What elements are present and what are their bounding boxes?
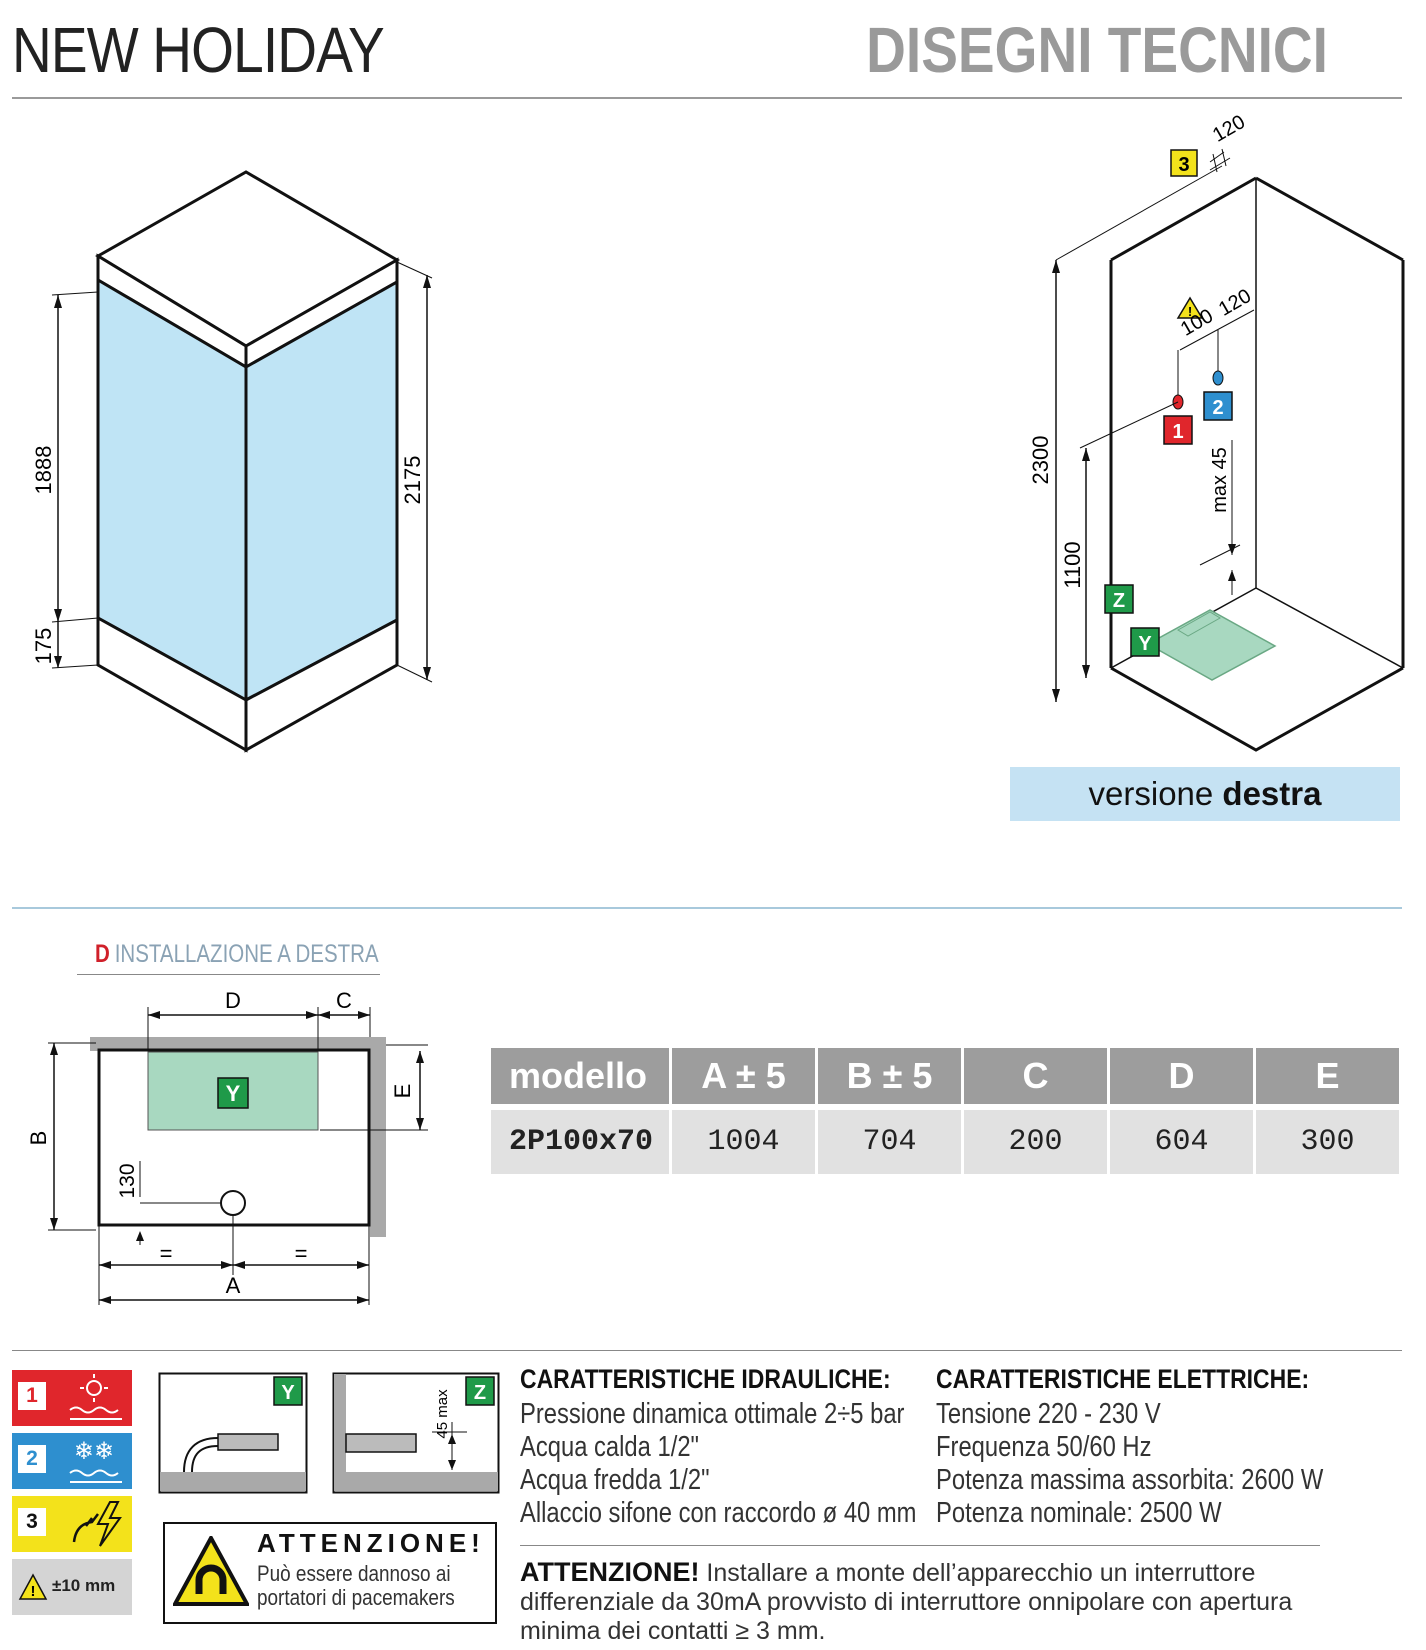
list-item: Acqua calda 1/2" — [520, 1431, 699, 1463]
list-item: Potenza massima assorbita: 2600 W — [936, 1464, 1324, 1496]
dim-a: A — [226, 1273, 241, 1298]
version-side: destra — [1222, 775, 1322, 812]
installation-letter: D — [95, 940, 110, 968]
eq-right: = — [295, 1241, 308, 1266]
cell-e: 300 — [1256, 1104, 1399, 1174]
version-badge: versione destra — [1010, 767, 1400, 821]
magnet-warning-icon — [173, 1536, 249, 1606]
table-row: 2P100x70 1004 704 200 604 300 — [491, 1104, 1399, 1174]
label-z: Z — [1113, 590, 1125, 612]
hydraulic-list: Pressione dinamica ottimale 2÷5 bar Acqu… — [520, 1398, 916, 1530]
warning-body: Installare a monte dell’apparecchio un i… — [520, 1559, 1293, 1645]
tolerance-text: ±10 mm — [52, 1576, 116, 1595]
header-divider — [12, 97, 1402, 99]
dim-175: 175 — [31, 628, 56, 665]
drain-icon — [220, 1190, 246, 1216]
dim-2300: 2300 — [1028, 436, 1053, 485]
cell-b: 704 — [818, 1104, 961, 1174]
list-item: Potenza nominale: 2500 W — [936, 1497, 1222, 1529]
svg-text:!: ! — [1188, 304, 1192, 319]
col-e: E — [1256, 1048, 1399, 1104]
installation-label: INSTALLAZIONE A DESTRA — [114, 940, 379, 968]
col-a: A ± 5 — [672, 1048, 815, 1104]
warning-icon: ! — [18, 1573, 48, 1600]
section-divider — [12, 907, 1402, 909]
attention-text: Può essere dannoso ai portatori di pacem… — [257, 1562, 455, 1610]
label-y: Y — [1138, 633, 1152, 655]
dim-1100: 1100 — [1060, 541, 1085, 588]
list-item: Frequenza 50/60 Hz — [936, 1431, 1152, 1463]
dim-130: 130 — [116, 1163, 139, 1198]
version-label: versione — [1088, 775, 1214, 812]
col-d: D — [1110, 1048, 1253, 1104]
col-c: C — [964, 1048, 1107, 1104]
cold-water-dot — [1212, 370, 1224, 386]
label-2: 2 — [1212, 397, 1223, 419]
legend-electric: 3 — [12, 1496, 132, 1552]
pacemaker-warning-box: ATTENZIONE! Può essere dannoso ai portat… — [163, 1522, 497, 1624]
cabin-technical-drawing: 2300 120 3 ! 100 120 1 2 1100 max 45 Z Y — [1028, 111, 1405, 752]
dim-2175: 2175 — [400, 456, 425, 505]
cell-c: 200 — [964, 1104, 1107, 1174]
detail-z-dim: 45 max — [434, 1389, 451, 1439]
installation-underline — [77, 974, 380, 975]
label-3: 3 — [1178, 154, 1189, 176]
cell-modello: 2P100x70 — [491, 1104, 669, 1174]
installation-warning: ATTENZIONE! Installare a monte dell’appa… — [520, 1558, 1320, 1646]
electric-list: Tensione 220 - 230 V Frequenza 50/60 Hz … — [936, 1398, 1323, 1530]
cabin-front-drawing: 1888 175 2175 — [31, 170, 433, 753]
svg-text:❄❄: ❄❄ — [74, 1438, 114, 1465]
warning-bold: ATTENZIONE! — [520, 1557, 700, 1587]
snowflake-water-icon: ❄❄ — [69, 1438, 122, 1483]
list-item: Pressione dinamica ottimale 2÷5 bar — [520, 1398, 905, 1430]
list-item: Tensione 220 - 230 V — [936, 1398, 1161, 1430]
attention-line2: portatori di pacemakers — [257, 1585, 455, 1610]
electric-title: CARATTERISTICHE ELETTRICHE: — [936, 1364, 1310, 1394]
dim-120-top: 120 — [1209, 111, 1249, 147]
sun-water-icon — [69, 1374, 122, 1420]
footer-divider — [12, 1350, 1402, 1351]
col-modello: modello — [491, 1048, 669, 1104]
page-title: NEW HOLIDAY — [12, 14, 385, 86]
dim-1888: 1888 — [31, 446, 56, 495]
installation-plan: Y 130 D C E B = = A — [30, 988, 428, 1305]
legend-cold-water: 2 ❄❄ — [12, 1433, 132, 1489]
dim-b: B — [30, 1131, 51, 1146]
legend-3-label: 3 — [18, 1508, 46, 1536]
list-item: Allaccio sifone con raccordo ø 40 mm — [520, 1497, 917, 1529]
dim-120: 120 — [1215, 285, 1255, 321]
legend-1-label: 1 — [18, 1382, 46, 1410]
label-1: 1 — [1172, 421, 1183, 443]
table-header-row: modello A ± 5 B ± 5 C D E — [491, 1048, 1399, 1104]
plan-label-y: Y — [226, 1081, 241, 1106]
dim-max45: max 45 — [1209, 447, 1231, 513]
detail-y-drawing: Y — [158, 1372, 308, 1494]
attention-line1: Può essere dannoso ai — [257, 1561, 451, 1586]
svg-text:!: ! — [31, 1583, 36, 1600]
detail-y-label: Y — [281, 1382, 295, 1404]
list-item: Acqua fredda 1/2" — [520, 1464, 710, 1496]
attention-title: ATTENZIONE! — [257, 1528, 485, 1558]
legend-tolerance: ! ±10 mm — [12, 1559, 132, 1615]
dim-c: C — [336, 988, 352, 1013]
plug-lightning-icon — [72, 1501, 122, 1547]
legend-hot-water: 1 — [12, 1370, 132, 1426]
section-title: DISEGNI TECNICI — [866, 14, 1328, 86]
warning-icon — [1176, 296, 1204, 319]
dim-e: E — [390, 1084, 415, 1099]
dim-d: D — [225, 988, 241, 1013]
spec-table: modello A ± 5 B ± 5 C D E 2P100x70 1004 … — [488, 1048, 1402, 1174]
detail-z-label: Z — [474, 1382, 486, 1404]
col-b: B ± 5 — [818, 1048, 961, 1104]
cell-a: 1004 — [672, 1104, 815, 1174]
eq-left: = — [160, 1241, 173, 1266]
detail-z-drawing: 45 max Z — [332, 1372, 500, 1494]
legend-2-label: 2 — [18, 1445, 46, 1473]
cell-d: 604 — [1110, 1104, 1253, 1174]
hydraulic-title: CARATTERISTICHE IDRAULICHE: — [520, 1364, 891, 1394]
warning-divider — [520, 1545, 1320, 1546]
